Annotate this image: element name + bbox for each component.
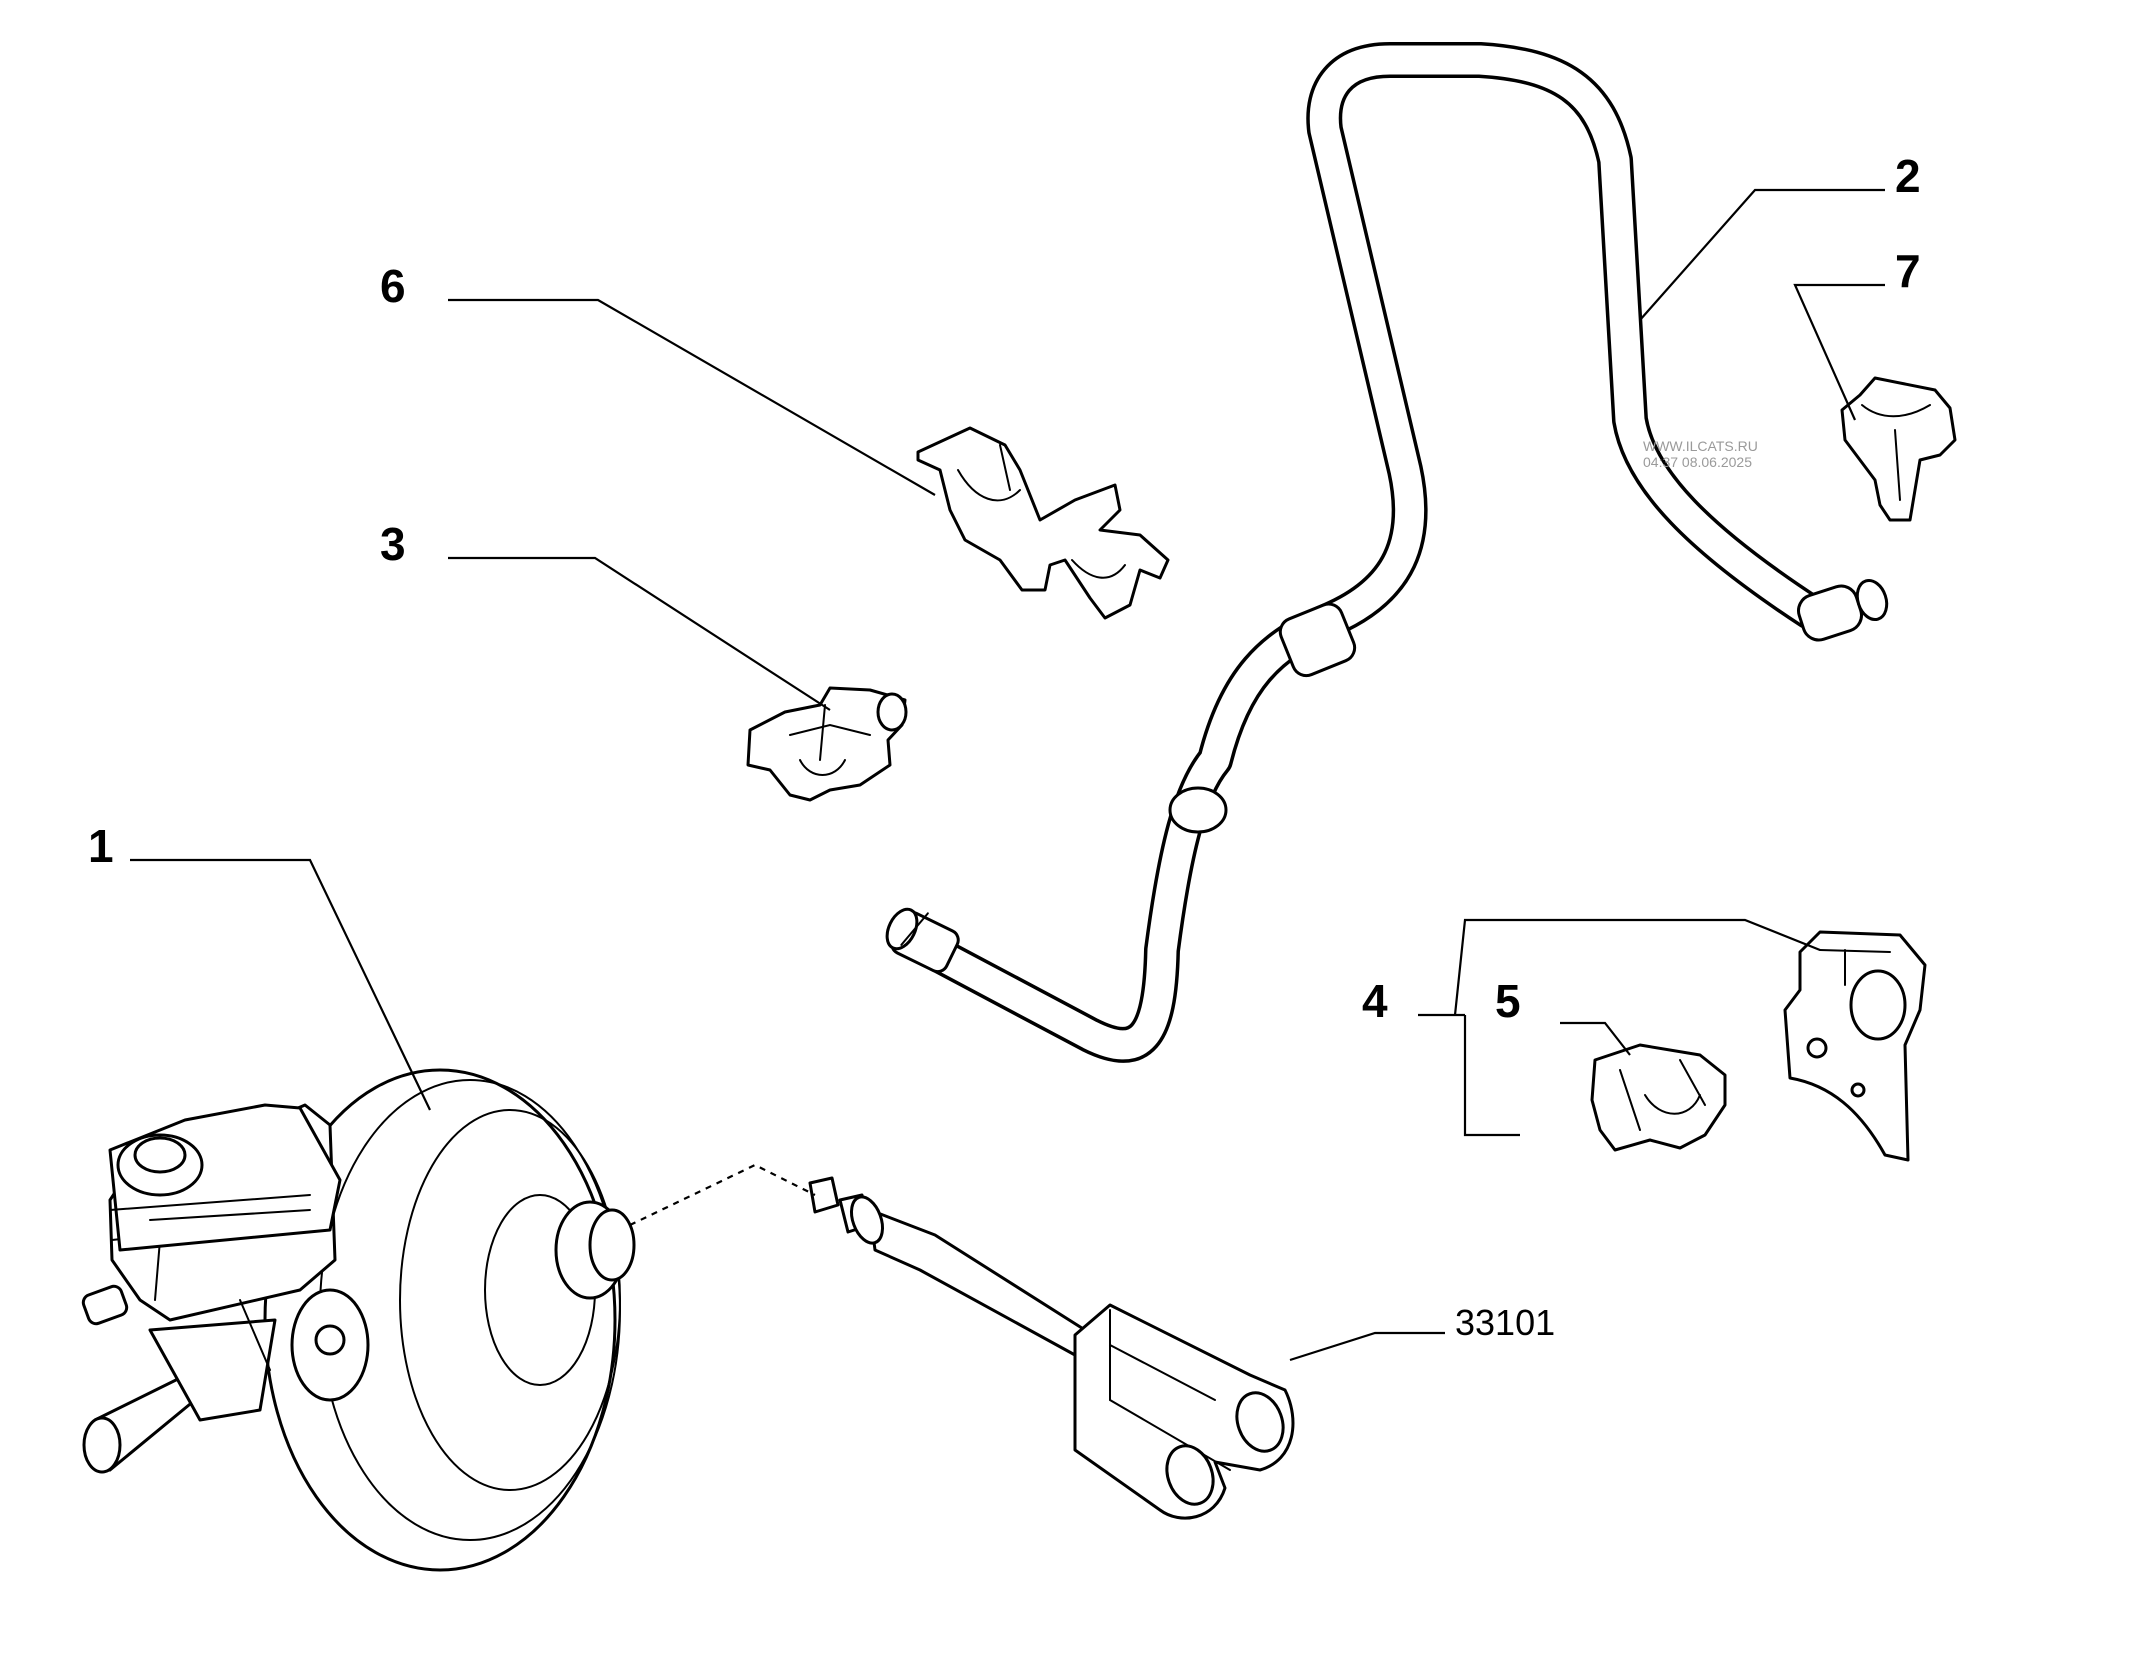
callout-2: 2 bbox=[1895, 150, 1921, 202]
clip-5 bbox=[1590, 1043, 1727, 1152]
callout-6: 6 bbox=[380, 260, 406, 312]
callout-4: 4 bbox=[1362, 975, 1388, 1027]
brake-booster bbox=[263, 1068, 636, 1572]
clip-6 bbox=[916, 426, 1170, 620]
watermark-timestamp: 04:37 08.06.2025 bbox=[1643, 454, 1752, 470]
master-cylinder bbox=[81, 1103, 342, 1474]
bracket-4 bbox=[1783, 930, 1927, 1162]
brake-pipe bbox=[885, 42, 1889, 1063]
callout-7: 7 bbox=[1895, 245, 1921, 297]
callout-5: 5 bbox=[1495, 975, 1521, 1027]
leader-lines bbox=[130, 188, 1885, 1362]
part-number-label: 33101 bbox=[1455, 1302, 1555, 1343]
clip-3 bbox=[746, 686, 908, 802]
clevis bbox=[1073, 1303, 1295, 1520]
clip-7 bbox=[1840, 376, 1957, 522]
push-rod bbox=[808, 1176, 1087, 1357]
callout-3: 3 bbox=[380, 518, 406, 570]
watermark-site: WWW.ILCATS.RU bbox=[1643, 438, 1758, 454]
callout-1: 1 bbox=[88, 820, 114, 872]
